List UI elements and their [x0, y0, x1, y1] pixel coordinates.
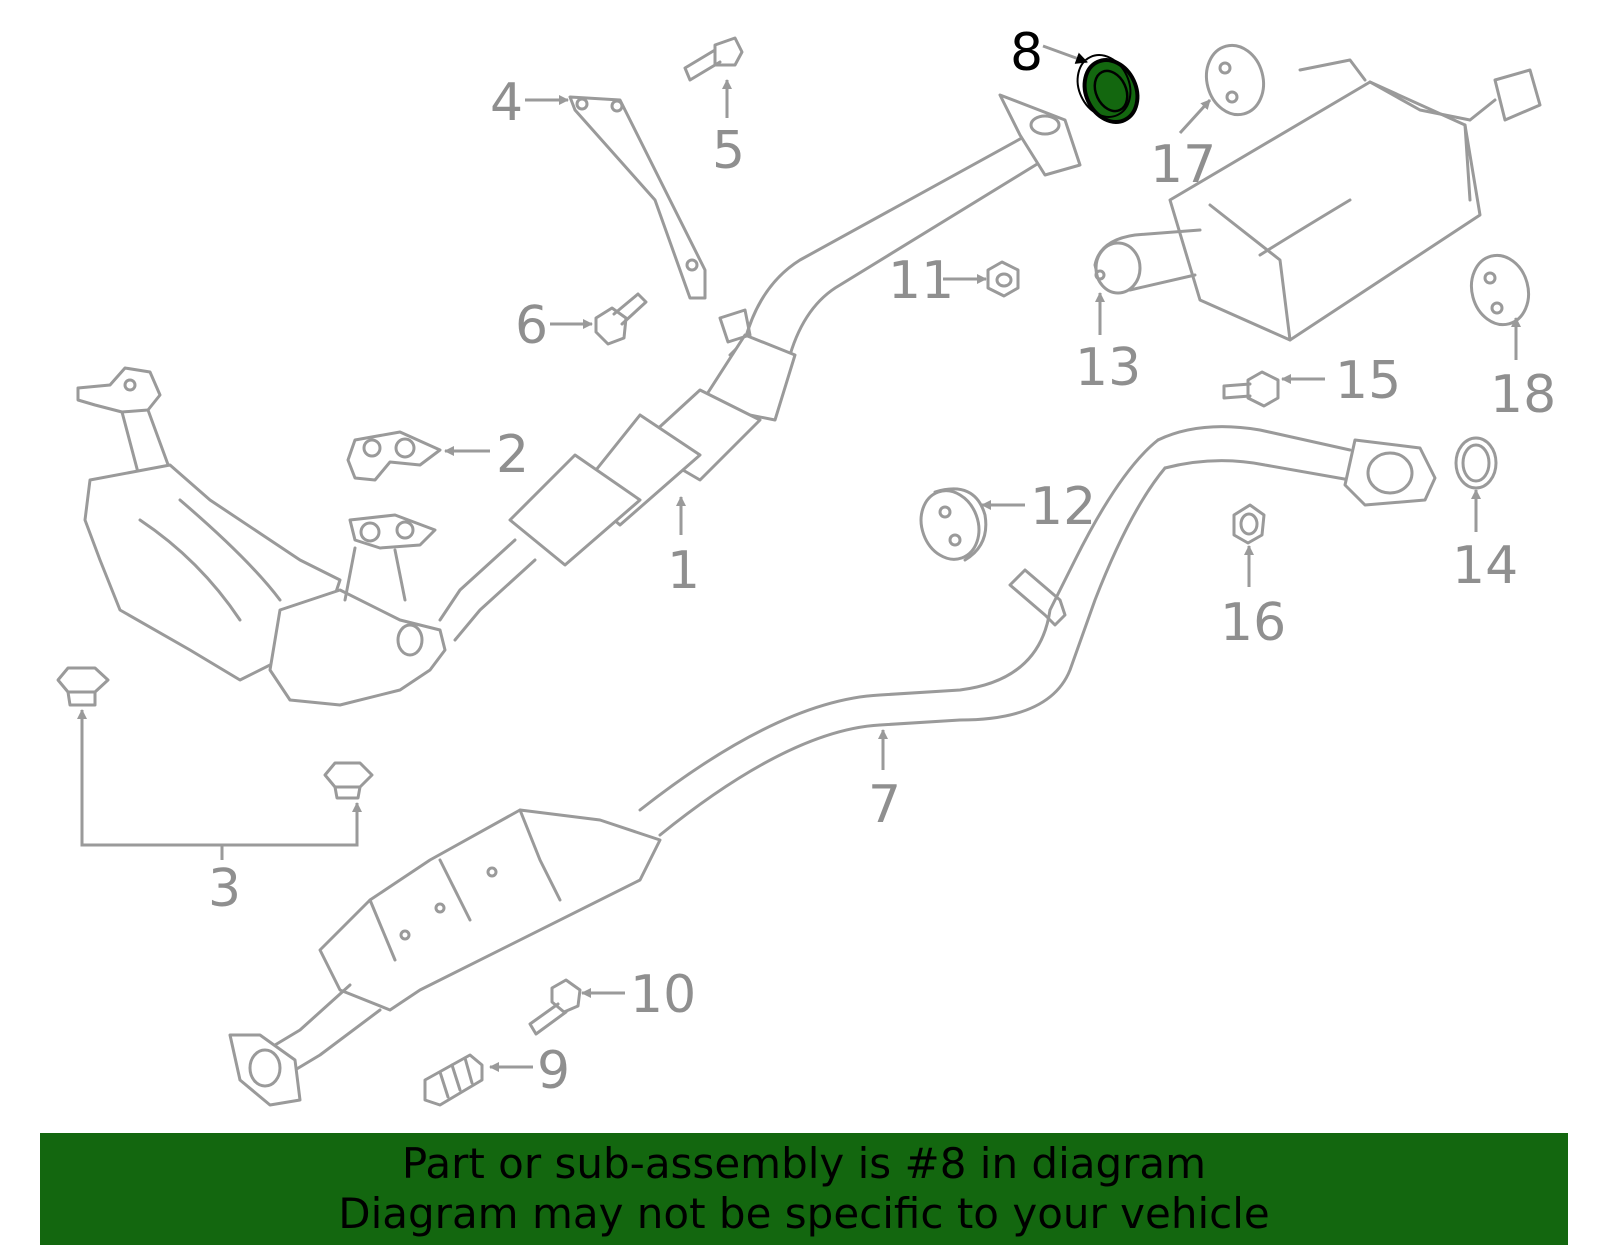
- label-12: 12: [1030, 477, 1096, 537]
- label-1: 1: [667, 541, 700, 601]
- exhaust-manifold: [76, 366, 447, 707]
- part-4-bracket: [568, 95, 707, 300]
- part-13-muffler: [1093, 58, 1542, 342]
- leader-lines: [444, 44, 1521, 1072]
- part-5-bolt: [683, 36, 744, 82]
- callout-labels: 1 2 3 4 5 6 7 8 9 10 11 12 13 14 15 16 1…: [208, 23, 1556, 1101]
- part-7-rear-exhaust-pipe: [228, 425, 1437, 1107]
- part-8-gasket-ring: [1076, 54, 1140, 124]
- label-7: 7: [868, 775, 901, 835]
- label-9: 9: [537, 1041, 570, 1101]
- label-13: 13: [1075, 338, 1141, 398]
- part-6-bolt: [594, 292, 648, 346]
- label-14: 14: [1452, 536, 1518, 596]
- label-6: 6: [515, 296, 548, 356]
- label-8-highlighted: 8: [1010, 23, 1043, 83]
- label-5: 5: [712, 121, 745, 181]
- part-11-nut: [986, 260, 1020, 298]
- label-17: 17: [1150, 135, 1216, 195]
- part-18-rubber-hanger: [1469, 253, 1531, 327]
- part-1-front-exhaust-pipe: [438, 93, 1082, 642]
- label-18: 18: [1490, 365, 1556, 425]
- label-16: 16: [1220, 593, 1286, 653]
- label-15: 15: [1335, 351, 1401, 411]
- part-14-gasket-ring: [1454, 436, 1498, 490]
- part-12-rubber-hanger: [919, 487, 988, 562]
- label-3: 3: [208, 859, 241, 919]
- info-banner: Part or sub-assembly is #8 in diagram Di…: [40, 1133, 1568, 1245]
- banner-line-disclaimer: Diagram may not be specific to your vehi…: [338, 1189, 1270, 1238]
- part-9-spring: [423, 1053, 484, 1107]
- banner-line-part-info: Part or sub-assembly is #8 in diagram: [401, 1139, 1207, 1188]
- label-11: 11: [888, 251, 954, 311]
- label-10: 10: [630, 965, 696, 1025]
- part-16-nut: [1232, 503, 1266, 545]
- label-2: 2: [496, 425, 529, 485]
- part-17-rubber-hanger: [1204, 43, 1266, 117]
- label-4: 4: [490, 73, 523, 133]
- part-15-bolt: [1222, 370, 1280, 408]
- part-2-gasket: [346, 430, 442, 482]
- part-3-nuts: [56, 666, 374, 860]
- part-10-bolt: [528, 978, 582, 1036]
